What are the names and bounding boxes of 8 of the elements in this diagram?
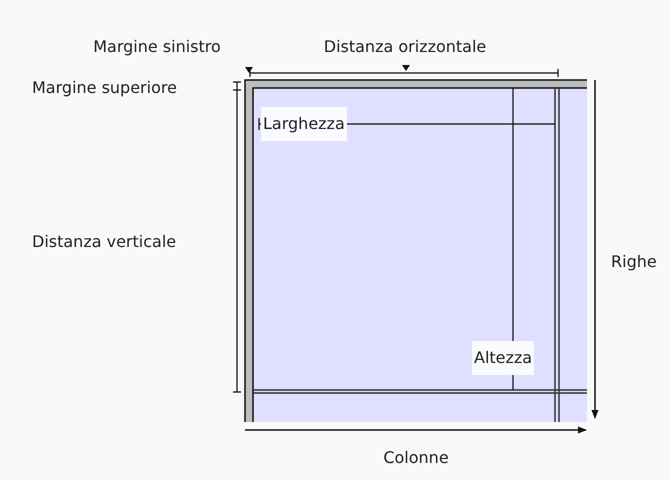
dimension-label: Righe	[611, 252, 657, 272]
dimension-label: Distanza orizzontale	[324, 37, 486, 57]
dimension-label: Colonne	[383, 448, 449, 468]
dimension-label: Larghezza	[261, 107, 347, 141]
dimension-label: Margine sinistro	[93, 37, 221, 57]
dimension-label: Altezza	[472, 341, 534, 375]
dimension-label: Margine superiore	[32, 78, 177, 98]
dimension-label: Distanza verticale	[32, 232, 176, 252]
